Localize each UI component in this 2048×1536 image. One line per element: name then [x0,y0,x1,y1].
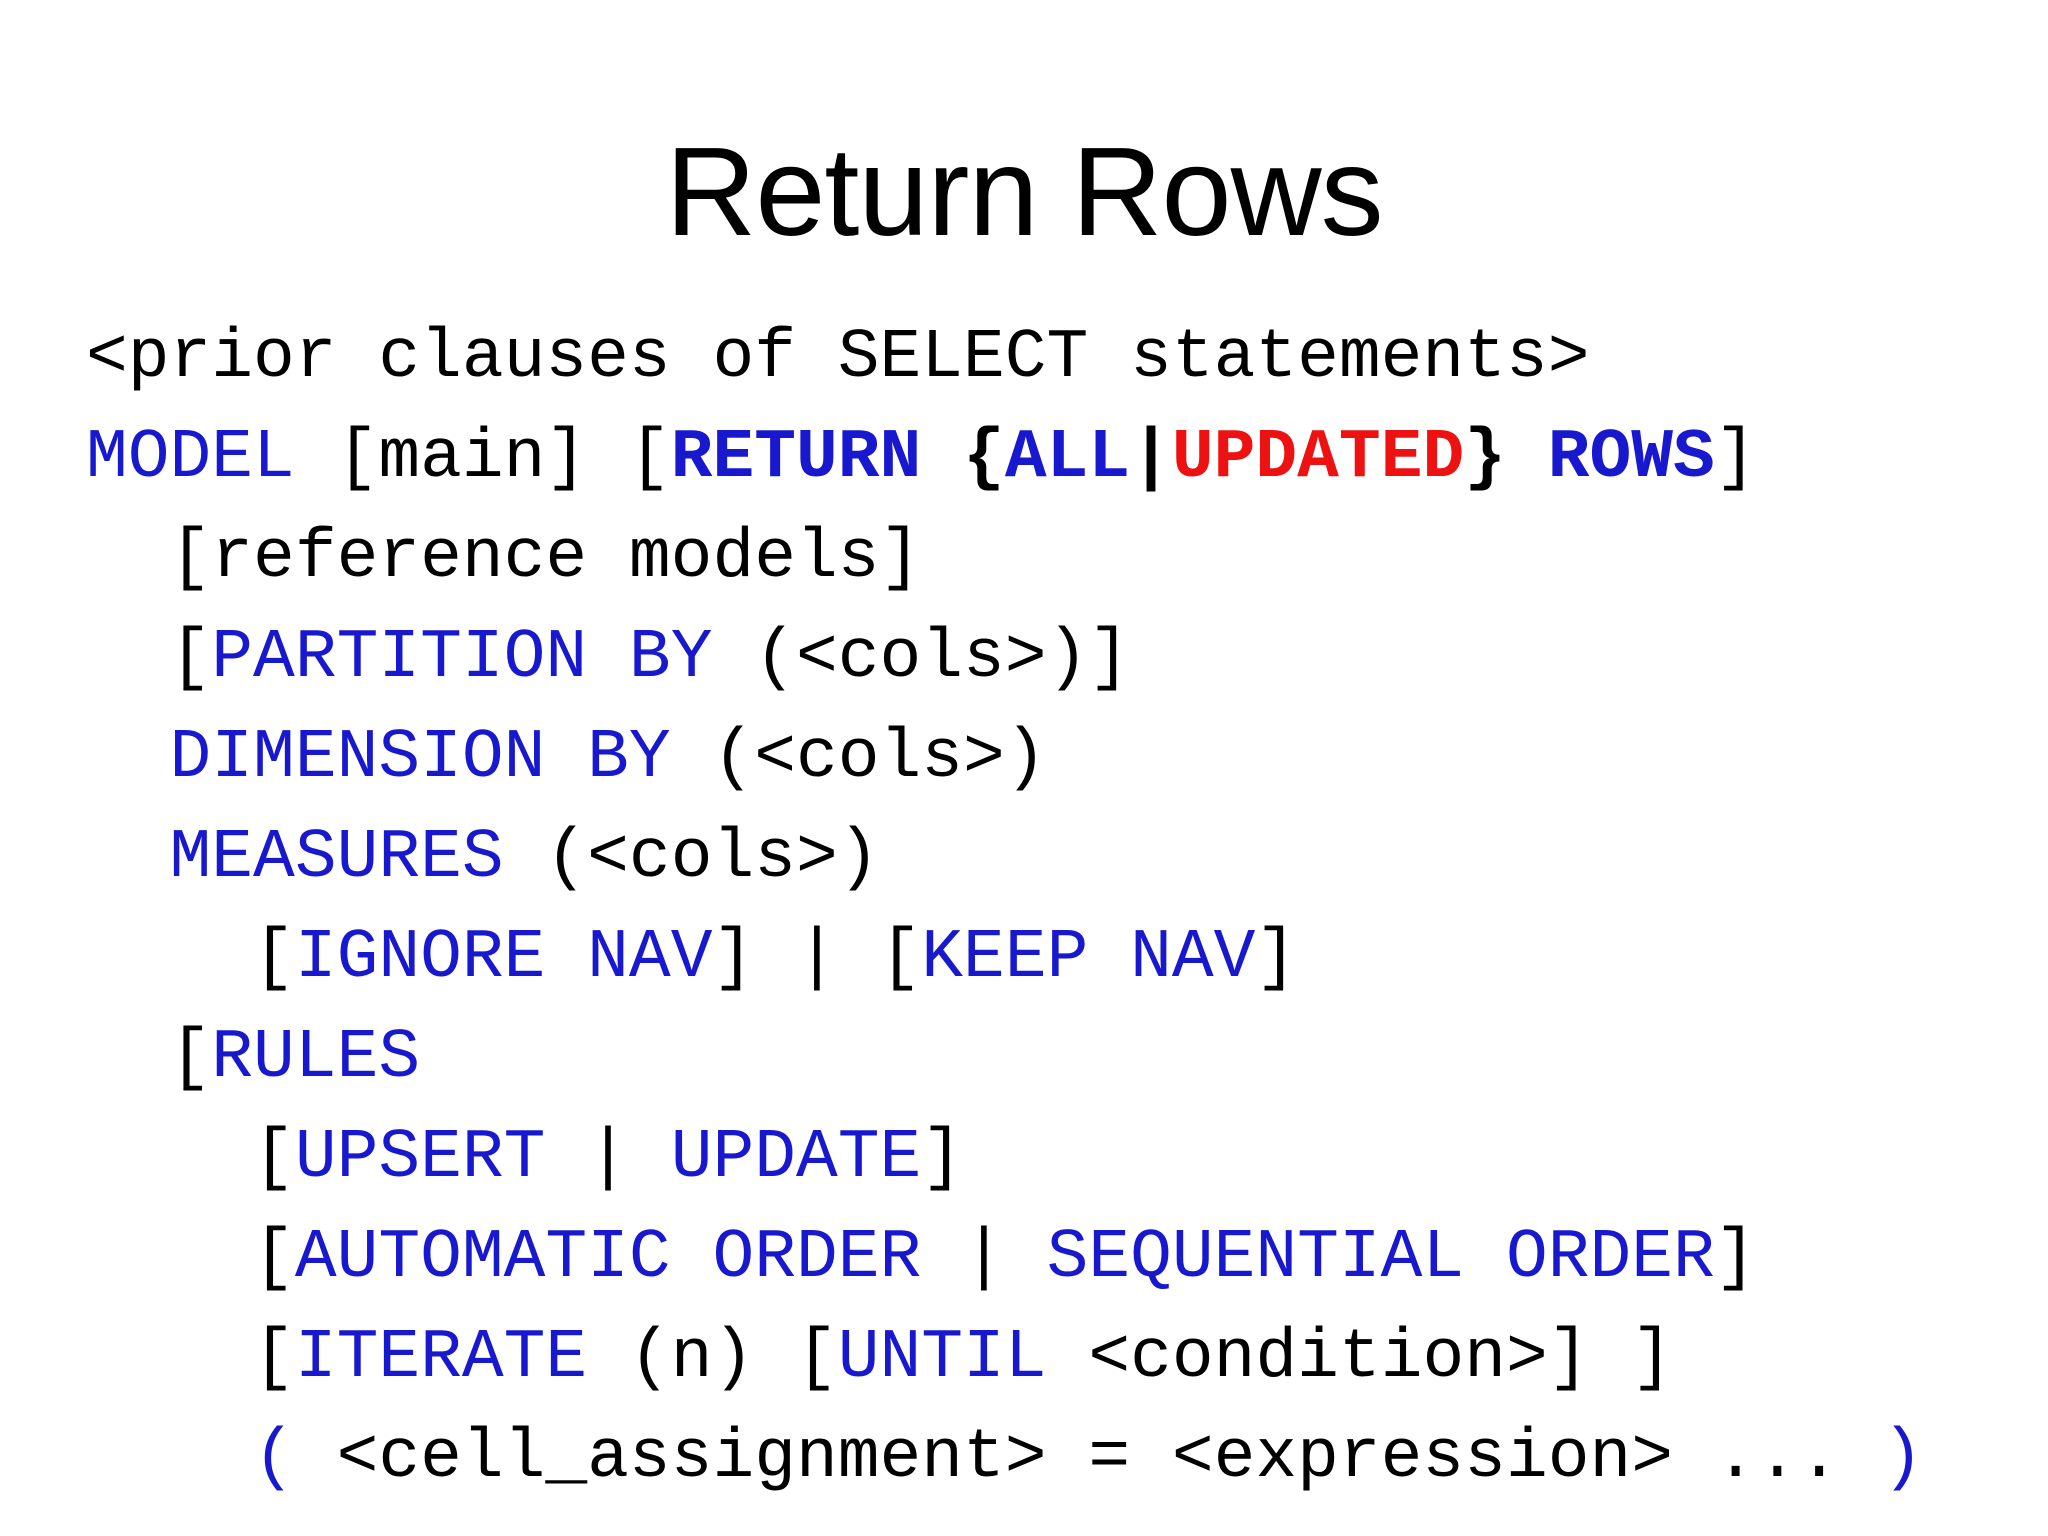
code-segment [86,818,170,897]
code-segment: RULES [211,1018,421,1097]
code-segment: [ [86,1018,212,1097]
code-segment: ITERATE [294,1318,588,1397]
code-segment: SEQUENTIAL ORDER [1046,1218,1715,1297]
code-segment: | [921,1218,1047,1297]
code-line: [UPSERT | UPDATE] [86,1108,1924,1208]
code-line: [PARTITION BY (<cols>)] [86,608,1924,708]
code-segment: ] | [ [712,918,922,997]
code-segment: RETURN [670,418,964,497]
code-segment: MEASURES [169,818,504,897]
code-segment: ROWS [1547,418,1715,497]
code-segment: MODEL [86,418,295,497]
code-segment: DIMENSION BY [169,718,671,797]
code-segment: UPDATE [670,1118,922,1197]
code-segment: <condition>] ] [1046,1318,1674,1397]
code-segment: (<cols>) [670,718,1047,797]
code-segment: ] [921,1118,964,1197]
code-line: [RULES [86,1008,1924,1108]
code-line: MODEL [main] [RETURN {ALL|UPDATED} ROWS] [86,408,1924,508]
code-segment [1506,418,1548,497]
code-line: <prior clauses of SELECT statements> [86,308,1924,408]
code-segment: KEEP NAV [921,918,1256,997]
code-segment: [ [86,1118,295,1197]
code-segment: (n) [ [587,1318,838,1397]
slide-title: Return Rows [665,121,1383,262]
code-segment: [main] [ [294,418,671,497]
code-segment [86,718,170,797]
code-segment: UNTIL [837,1318,1047,1397]
code-segment: | [545,1118,671,1197]
code-segment: ] [1714,1218,1757,1297]
code-segment: ( [253,1418,295,1497]
code-segment: UPDATED [1171,418,1465,497]
code-segment: ] [1714,418,1757,497]
code-segment: [ [86,918,295,997]
code-segment: ) [1881,1418,1924,1497]
code-segment: [ [86,1318,295,1397]
code-line: DIMENSION BY (<cols>) [86,708,1924,808]
code-segment: PARTITION BY [211,618,713,697]
code-segment: (<cols>) [503,818,880,897]
code-segment [86,1418,253,1497]
code-segment: } [1464,418,1506,497]
code-segment: AUTOMATIC ORDER [294,1218,922,1297]
code-segment: [ [86,1218,295,1297]
code-segment: { [963,418,1005,497]
code-segment: ] [1255,918,1298,997]
code-segment: <cell_assignment> = <expression> ... [294,1418,1882,1497]
code-line: [AUTOMATIC ORDER | SEQUENTIAL ORDER] [86,1208,1924,1308]
code-segment: [reference models] [86,518,922,597]
code-segment: ALL [1004,418,1131,497]
code-segment: [ [86,618,212,697]
code-segment: <prior clauses of SELECT statements> [86,318,1590,397]
code-line: MEASURES (<cols>) [86,808,1924,908]
code-line: [ITERATE (n) [UNTIL <condition>] ] [86,1308,1924,1408]
code-line: [IGNORE NAV] | [KEEP NAV] [86,908,1924,1008]
code-segment: (<cols>)] [712,618,1131,697]
code-segment: UPSERT [294,1118,546,1197]
code-line: [reference models] [86,508,1924,608]
code-segment: | [1130,418,1172,497]
code-segment: IGNORE NAV [294,918,713,997]
sql-syntax-block: <prior clauses of SELECT statements> MODE… [86,308,1924,1508]
code-line: ( <cell_assignment> = <expression> ... ) [86,1408,1924,1508]
